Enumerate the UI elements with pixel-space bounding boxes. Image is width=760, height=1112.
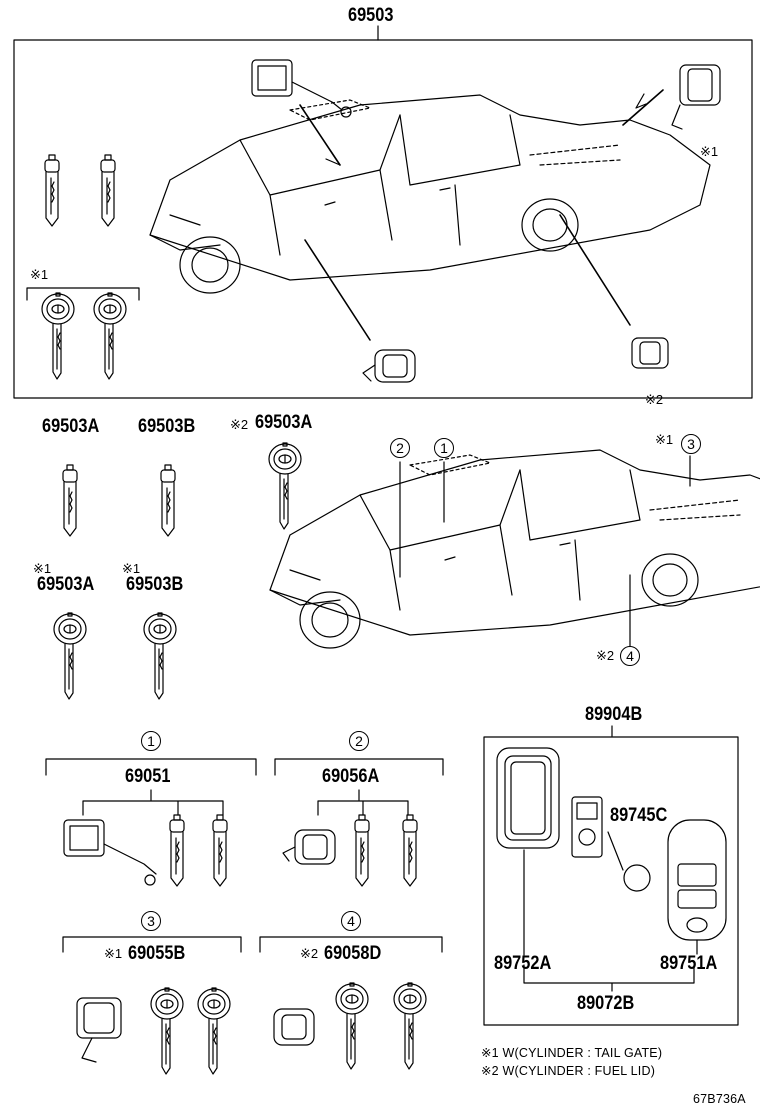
- part-number-set-4: 69058D: [324, 943, 382, 964]
- part-number-key-a: 69503A: [42, 416, 100, 437]
- part-number-set-3: 69055B: [128, 943, 186, 964]
- illustration-code: 67B736A: [693, 1092, 746, 1106]
- callout-circle-2: 2: [349, 731, 369, 751]
- part-number-set-2: 69056A: [322, 766, 380, 787]
- part-number-battery: 89745C: [610, 805, 668, 826]
- footnote-1: ※1 W(CYLINDER : TAIL GATE): [481, 1046, 663, 1060]
- callout-circle-4: 4: [341, 911, 361, 931]
- note-mark-2: ※2: [230, 417, 249, 432]
- note-mark-1: ※1: [33, 561, 52, 576]
- part-number-case: 89752A: [494, 953, 552, 974]
- part-number-main-set: 69503: [348, 5, 394, 26]
- truck-middle-illustration: [269, 449, 760, 649]
- note-mark-1: ※1: [104, 946, 123, 961]
- part-number-key-b-m1: 69503B: [126, 574, 184, 595]
- footnote-2: ※2 W(CYLINDER : FUEL LID): [481, 1064, 656, 1078]
- part-number-case-assy: 89072B: [577, 993, 635, 1014]
- part-number-key-a-m1: 69503A: [37, 574, 95, 595]
- note-mark-2: ※2: [300, 946, 319, 961]
- note-mark-1: ※1: [30, 267, 49, 282]
- note-mark-2: ※2: [596, 648, 615, 663]
- part-number-set-1: 69051: [125, 766, 171, 787]
- note-mark-2: ※2: [645, 392, 664, 407]
- note-mark-1: ※1: [700, 144, 719, 159]
- note-mark-1: ※1: [122, 561, 141, 576]
- callout-circle-3: 3: [141, 911, 161, 931]
- part-number-key-a-remote: 69503A: [255, 412, 313, 433]
- callout-circle-1: 1: [434, 438, 454, 458]
- callout-circle-2: 2: [390, 438, 410, 458]
- part-number-key-b: 69503B: [138, 416, 196, 437]
- part-number-remote-set: 89904B: [585, 704, 643, 725]
- part-number-transmitter: 89751A: [660, 953, 718, 974]
- callout-circle-4: 4: [620, 646, 640, 666]
- truck-top-illustration: [149, 94, 711, 294]
- note-mark-1: ※1: [655, 432, 674, 447]
- callout-circle-3: 3: [681, 434, 701, 454]
- callout-circle-1: 1: [141, 731, 161, 751]
